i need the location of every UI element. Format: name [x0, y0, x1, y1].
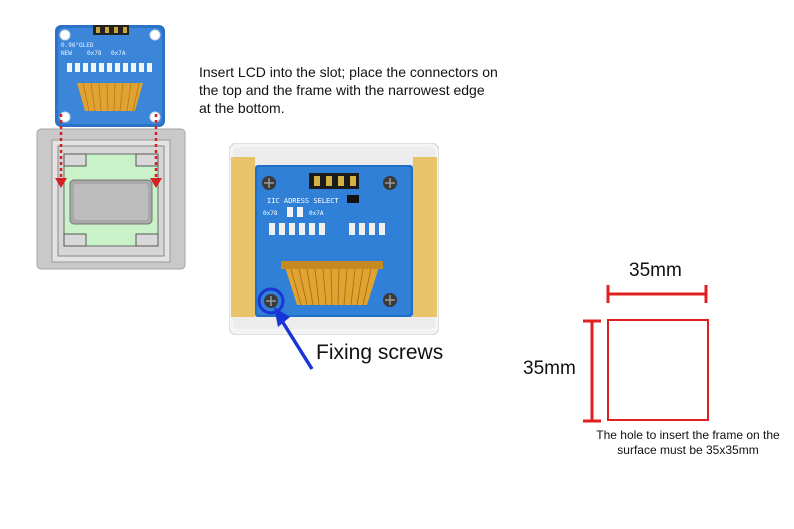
fixing-screw-arrow: [274, 307, 314, 370]
screw-highlight-circle: [257, 287, 285, 315]
hole-dimension-drawing: [583, 285, 709, 423]
pcb-text-0x78: 0x78: [263, 210, 278, 217]
frame-diagram: [36, 128, 186, 270]
fixing-screws-label: Fixing screws: [316, 341, 444, 364]
pcb-text-7a: 0x7A: [111, 50, 126, 57]
pcb-text-78: 0x78: [87, 50, 102, 57]
width-dimension-label: 35mm: [629, 260, 682, 281]
instruction-text: Insert LCD into the slot; place the conn…: [199, 64, 498, 116]
pcb-text-oled: 0.96"OLED: [61, 42, 94, 49]
pcb-text-iic: IIC ADRESS SELECT: [267, 197, 339, 205]
pcb-text-0x7a: 0x7A: [309, 210, 324, 217]
pcb-text-new: NEW: [61, 50, 72, 57]
hole-caption: The hole to insert the frame on the surf…: [596, 428, 780, 457]
height-dimension-label: 35mm: [523, 358, 576, 379]
assembled-module: IIC ADRESS SELECT 0x78 0x7A: [229, 143, 439, 335]
insert-guide-arrows: [55, 114, 162, 188]
